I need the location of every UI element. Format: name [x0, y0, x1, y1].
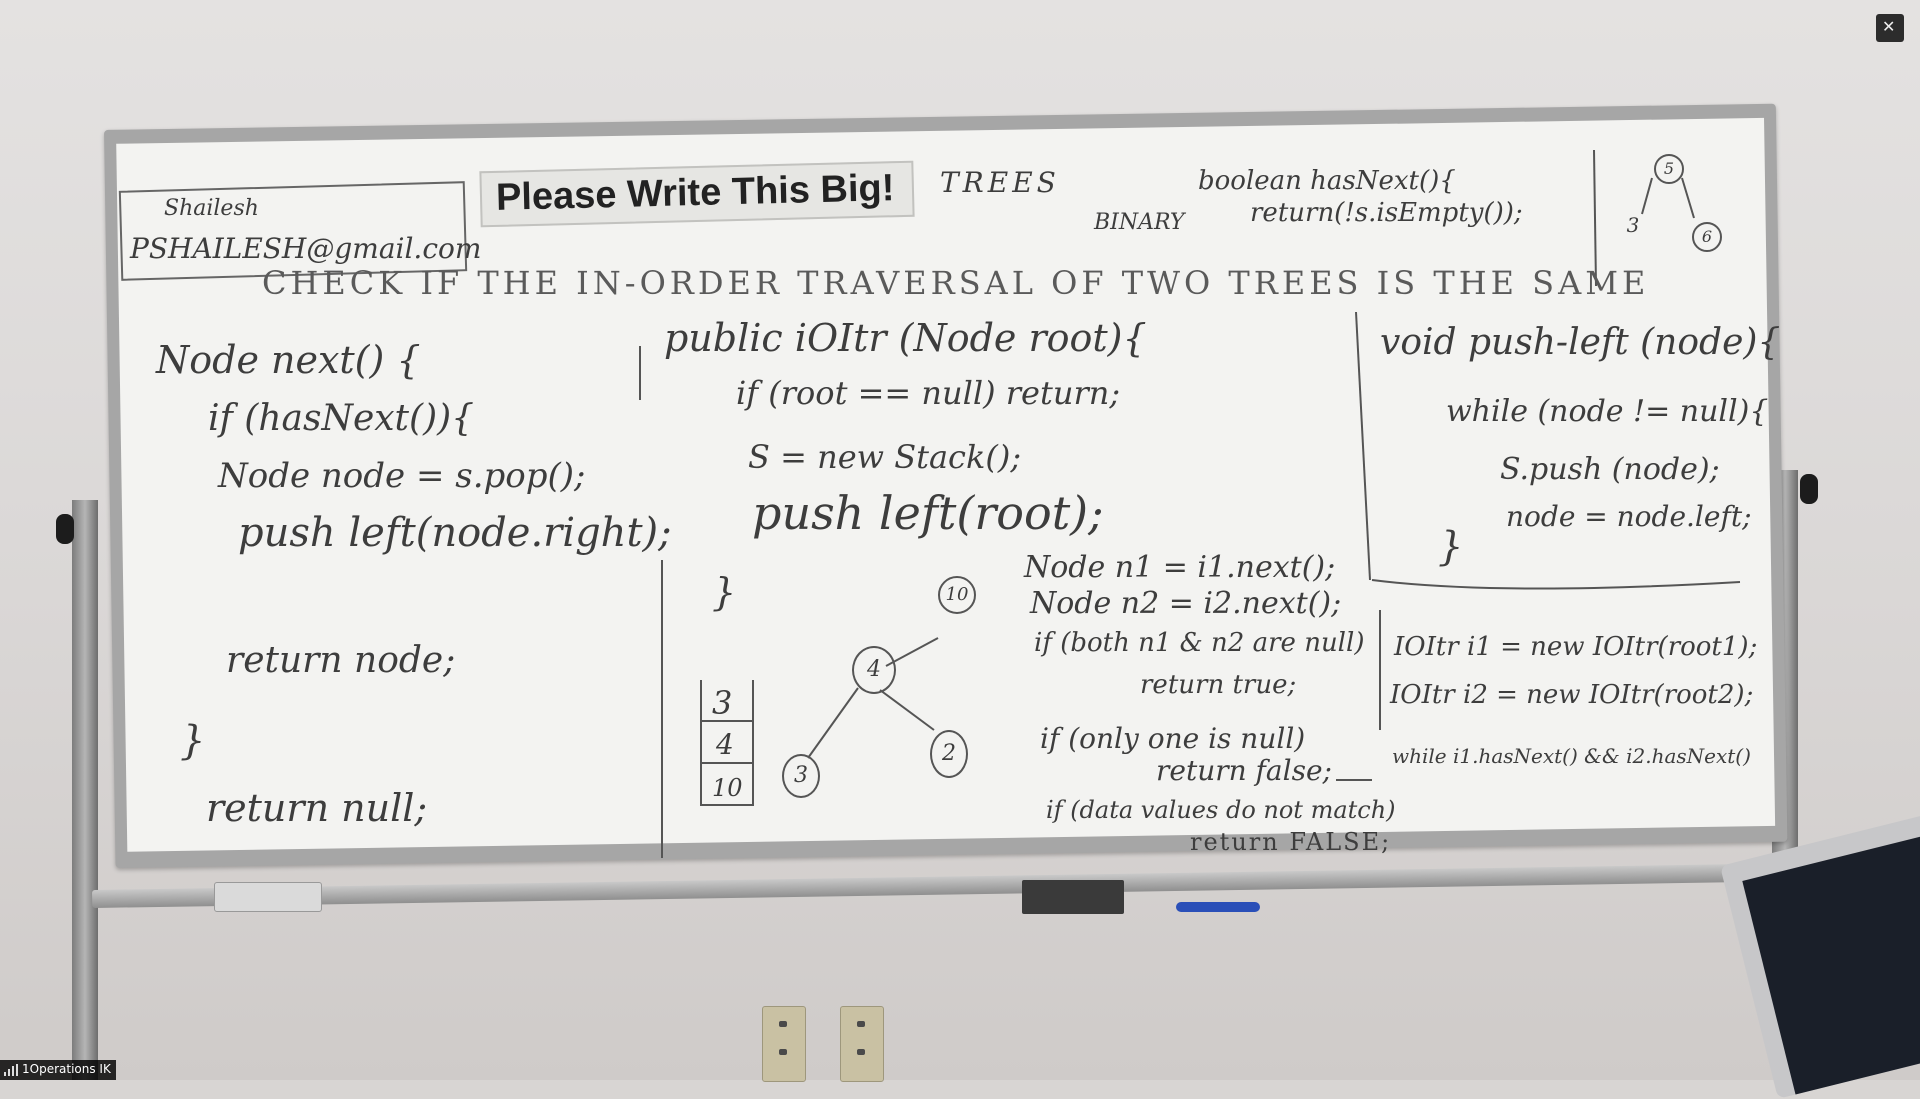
next-method-line: return null; — [206, 786, 428, 830]
push-left-line: while (node != null){ — [1446, 394, 1769, 429]
next-method-line: Node node = s.pop(); — [218, 456, 586, 496]
constructor-line: S = new Stack(); — [748, 438, 1022, 476]
compare-line: return true; — [1140, 670, 1297, 700]
constructor-line: public iOItr (Node root){ — [664, 316, 1147, 360]
eraser — [214, 882, 322, 912]
stack-cell — [700, 722, 754, 764]
push-left-line: node = node.left; — [1506, 500, 1752, 533]
iterator-line: IOItr i2 = new IOItr(root2); — [1390, 680, 1754, 710]
board-clip — [1022, 880, 1124, 914]
next-method-line: push left(node.right); — [238, 510, 672, 556]
has-next-signature: boolean hasNext(){ — [1198, 166, 1456, 196]
push-left-line: S.push (node); — [1500, 452, 1720, 487]
push-left-line: } — [1438, 524, 1464, 570]
compress-icon[interactable] — [1876, 14, 1904, 42]
stack-value: 4 — [716, 728, 734, 761]
next-method-line: } — [180, 718, 206, 764]
leg-peg-right — [1800, 474, 1818, 504]
next-method-line: Node next() { — [156, 338, 421, 382]
stack-cell — [700, 680, 754, 722]
stack-value: 10 — [712, 774, 743, 802]
banner-text: Please Write This Big! — [495, 167, 895, 219]
iterator-line: IOItr i1 = new IOItr(root1); — [1394, 632, 1758, 662]
constructor-line: push left(root); — [752, 486, 1104, 540]
iterator-line: while i1.hasNext() && i2.hasNext() — [1392, 744, 1751, 768]
blue-marker — [1176, 902, 1260, 912]
status-label: 1Operations IK — [22, 1062, 111, 1076]
wall-outlet-left — [762, 1006, 806, 1082]
next-method-line: if (hasNext()){ — [208, 398, 475, 439]
compare-line: Node n2 = i2.next(); — [1030, 586, 1342, 621]
status-bar: 1Operations IK — [0, 1060, 116, 1080]
next-method-line: return node; — [226, 640, 456, 681]
task-statement: CHECK IF THE IN-ORDER TRAVERSAL OF TWO T… — [262, 264, 1650, 302]
compare-line: return false; — [1156, 754, 1332, 787]
compare-line: Node n1 = i1.next(); — [1024, 550, 1336, 585]
banner-sign: Please Write This Big! — [479, 160, 915, 228]
signal-bars-icon — [4, 1064, 18, 1076]
board-leg-left — [72, 500, 98, 1080]
compare-line: if (both n1 & n2 are null) — [1034, 628, 1365, 658]
stack-cell — [700, 764, 754, 806]
tree-node: 2 — [930, 730, 968, 778]
tree-node: 10 — [938, 576, 976, 614]
constructor-line: } — [712, 570, 737, 614]
compare-line: if (data values do not match) — [1046, 796, 1396, 824]
push-left-line: void push-left (node){ — [1380, 322, 1781, 363]
corner-tree-node: 6 — [1692, 222, 1722, 252]
tree-node: 4 — [852, 646, 896, 694]
corner-tree-node: 3 — [1626, 213, 1640, 237]
stack-value: 3 — [712, 684, 733, 722]
corner-tree-node: 5 — [1654, 154, 1684, 184]
constructor-line: if (root == null) return; — [736, 374, 1121, 412]
compare-line: if (only one is null) — [1040, 722, 1306, 755]
compare-line: return FALSE; — [1190, 828, 1392, 856]
leg-peg-left — [56, 514, 74, 544]
tree-node: 3 — [782, 754, 820, 798]
contact-name: Shailesh — [164, 196, 259, 221]
topic-title: TREES — [940, 166, 1060, 199]
contact-email: PSHAILESH@gmail.com — [130, 232, 482, 265]
binary-label: BINARY — [1094, 210, 1185, 235]
has-next-body: return(!s.isEmpty()); — [1250, 198, 1523, 228]
